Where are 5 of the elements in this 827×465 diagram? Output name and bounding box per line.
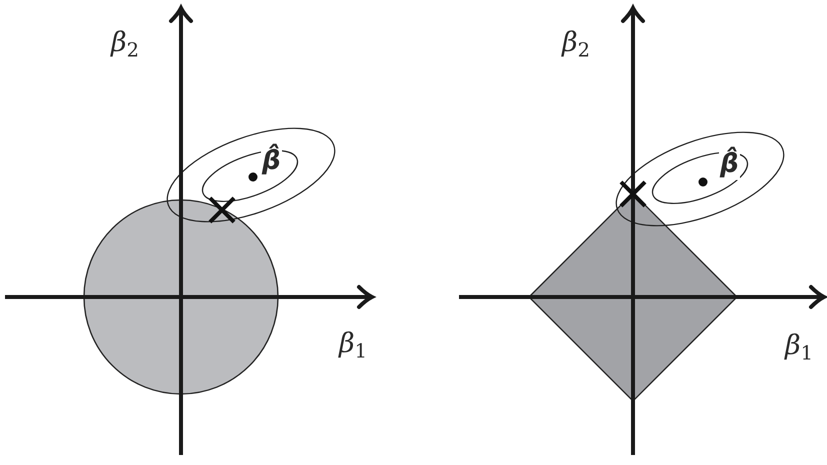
axis-label: β$_{1}$ [785, 330, 813, 362]
constraint-region [83, 199, 279, 395]
axis-label: β$_{2}$ [562, 27, 590, 58]
axis-label: β$_{1}$ [339, 328, 367, 360]
axis-label: β$_{2}$ [111, 27, 139, 58]
